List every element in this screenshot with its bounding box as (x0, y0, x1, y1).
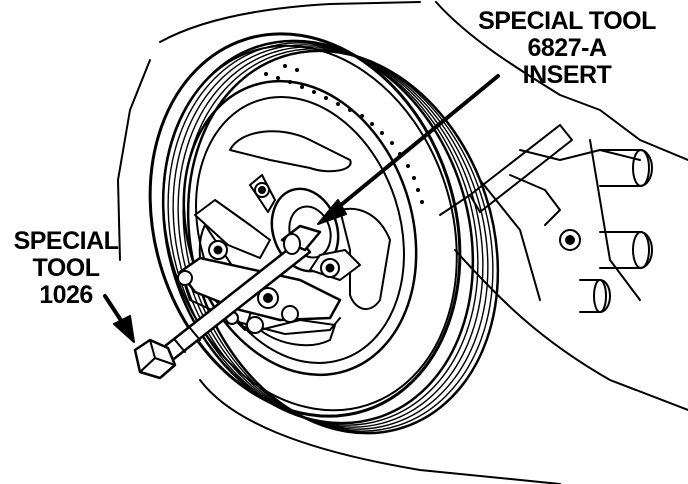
puller-tool-label-line-3: 1026 (39, 281, 93, 309)
insert-tool-6827a (280, 224, 322, 255)
insert-tool-label: SPECIAL TOOL 6827-A INSERT (452, 8, 682, 89)
leader-arrow-puller (103, 294, 135, 343)
puller-tool-label: SPECIAL TOOL 1026 (0, 228, 132, 309)
timing-mark-dots (264, 64, 424, 204)
puller-tool-1026 (133, 174, 361, 380)
insert-tool-label-line-2: 6827-A (527, 34, 608, 62)
insert-tool-label-line-1: SPECIAL TOOL (478, 7, 656, 35)
leader-arrow-insert (317, 74, 500, 225)
insert-tool-label-line-3: INSERT (522, 61, 612, 89)
block-bosses (509, 149, 653, 313)
puller-tool-label-line-1: SPECIAL (13, 227, 119, 255)
puller-tool-label-line-2: TOOL (32, 254, 100, 282)
